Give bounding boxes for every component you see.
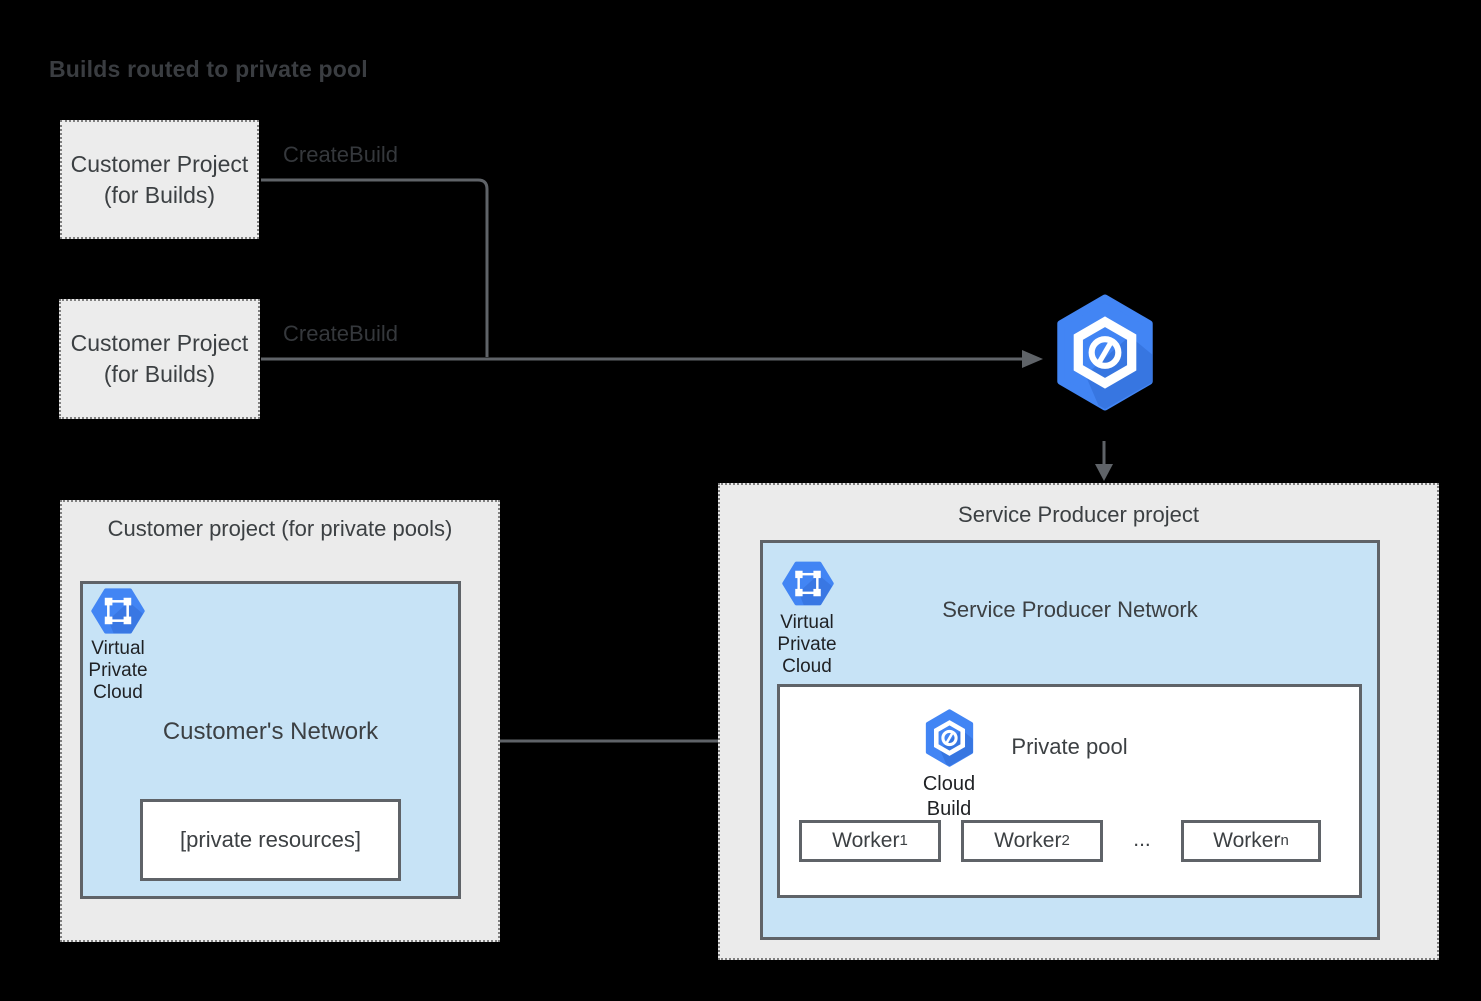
cloud-build-icon <box>925 709 974 767</box>
createbuild-label-2: CreateBuild <box>283 321 398 346</box>
worker-ellipsis: ... <box>1133 828 1151 851</box>
cloud-build-caption-line2: Build <box>926 798 972 820</box>
service-producer-project-title: Service Producer project <box>958 502 1199 527</box>
cloud-build-caption-line1: Cloud <box>922 773 976 795</box>
vpc-icon <box>91 588 145 634</box>
worker-2-label: Worker <box>994 829 1062 852</box>
customer-build-project-2-line1: Customer Project <box>70 330 249 356</box>
cloudbuild-to-project-arrowhead <box>1095 464 1113 481</box>
worker-n-label: Worker <box>1213 829 1281 852</box>
customer-network-title: Customer's Network <box>162 718 379 745</box>
vpc-caption-line3: Cloud <box>782 656 832 677</box>
customer-build-project-2: Customer Project (for Builds) <box>59 299 260 419</box>
private-pool-box <box>777 684 1362 898</box>
cloud-build-icon <box>1057 294 1153 411</box>
vpc-caption: Virtual Private Cloud <box>757 612 857 678</box>
private-resources-box: [private resources] <box>140 799 401 881</box>
diagram-title: Builds routed to private pool <box>49 56 368 82</box>
private-pool-title: Private pool <box>1011 734 1128 759</box>
vpc-caption-line1: Virtual <box>91 638 145 659</box>
customer-build-project-1: Customer Project (for Builds) <box>60 120 259 239</box>
customer-project-title: Customer project (for private pools) <box>107 516 453 541</box>
createbuild-label-1: CreateBuild <box>283 142 398 167</box>
cloud-build-caption: Cloud Build <box>899 772 999 822</box>
service-producer-network-title: Service Producer Network <box>942 597 1198 622</box>
vpc-caption: Virtual Private Cloud <box>68 638 168 704</box>
customer-build-project-2-line2: (for Builds) <box>103 361 216 387</box>
vpc-caption-line2: Private <box>88 660 148 681</box>
vpc-caption-line3: Cloud <box>93 682 143 703</box>
vpc-icon <box>782 561 834 606</box>
createbuild-arrowhead <box>1022 350 1043 368</box>
private-resources-label: [private resources] <box>180 827 361 852</box>
vpc-caption-line1: Virtual <box>780 612 834 633</box>
customer-build-project-1-line1: Customer Project <box>70 150 249 177</box>
vpc-caption-line2: Private <box>777 634 837 655</box>
customer-build-project-1-line2: (for Builds) <box>103 181 216 208</box>
worker-1-label: Worker <box>832 829 900 852</box>
